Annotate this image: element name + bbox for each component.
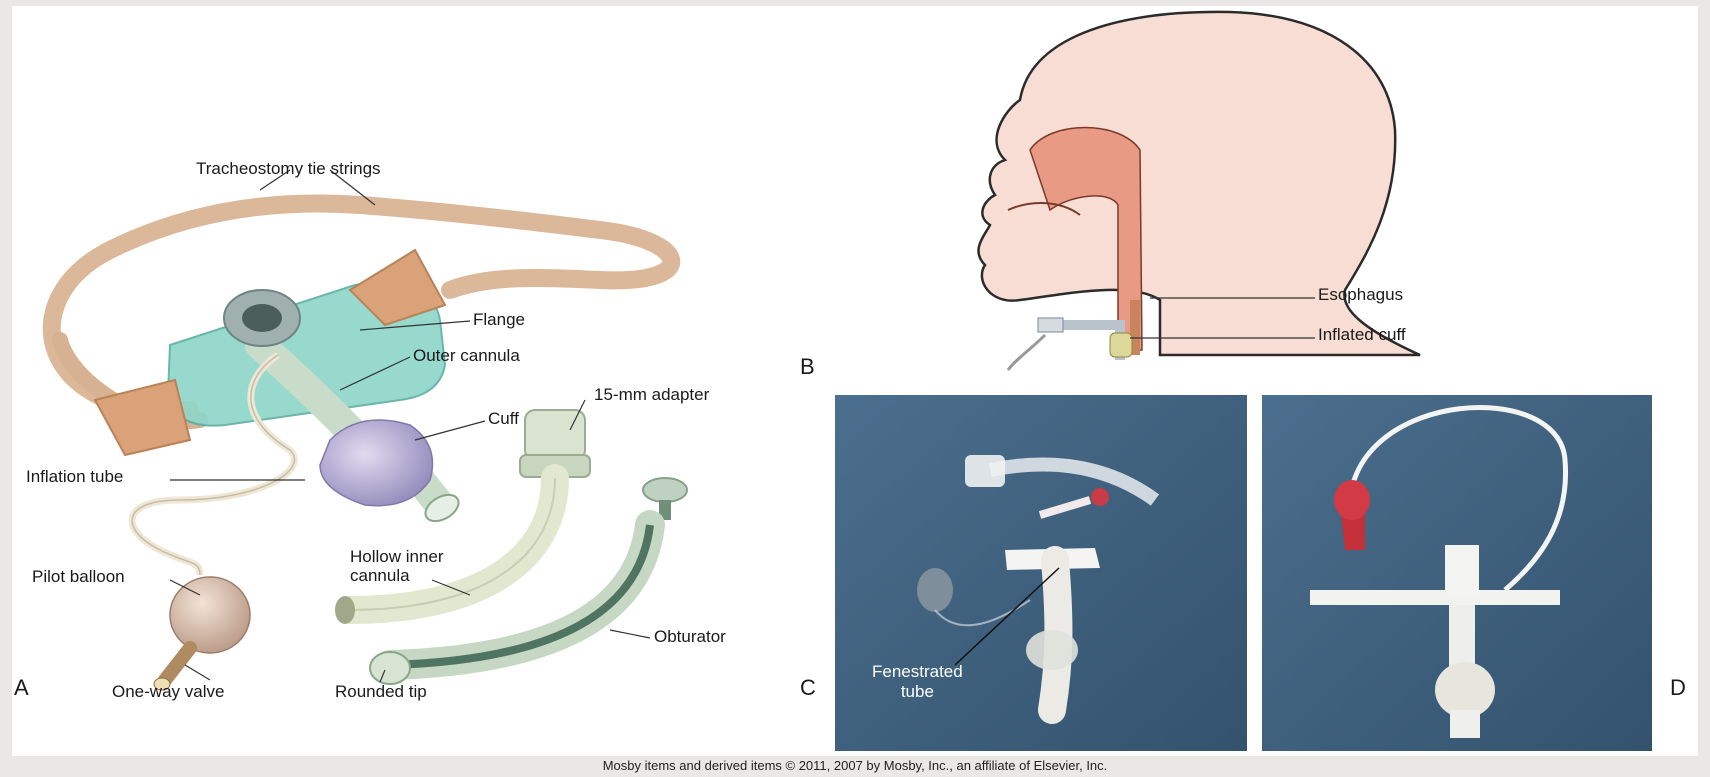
- label-esophagus: Esophagus: [1318, 286, 1403, 305]
- photo-d-tip: [1450, 710, 1480, 738]
- label-flange: Flange: [473, 311, 525, 330]
- pilot-balloon: [170, 577, 250, 653]
- label-rounded-tip: Rounded tip: [335, 683, 427, 702]
- connector-opening: [242, 304, 282, 332]
- label-cuff: Cuff: [488, 410, 519, 429]
- panel-letter-d: D: [1670, 676, 1686, 700]
- trach-tube-hub: [1038, 318, 1063, 332]
- label-pilot-balloon: Pilot balloon: [32, 568, 125, 587]
- photo-d-flange: [1310, 590, 1560, 605]
- label-adapter: 15-mm adapter: [594, 386, 709, 405]
- inner-cannula-opening: [335, 596, 355, 624]
- photo-d-cuff: [1435, 662, 1495, 718]
- label-one-way-valve: One-way valve: [112, 683, 224, 702]
- photo-c-pilot-balloon: [917, 568, 953, 612]
- label-obturator: Obturator: [654, 628, 726, 647]
- label-inflated-cuff: Inflated cuff: [1318, 326, 1406, 345]
- label-tie-strings: Tracheostomy tie strings: [196, 160, 381, 179]
- inflated-cuff-shape: [1110, 333, 1132, 357]
- label-inflation-tube: Inflation tube: [26, 468, 123, 487]
- rounded-tip-shape: [370, 652, 410, 684]
- label-inner-cannula: Hollow inner cannula: [350, 548, 444, 585]
- photo-c-cuff: [1026, 630, 1078, 670]
- photo-d-hub: [1445, 545, 1479, 595]
- label-fenestrated-tube: Fenestrated tube: [872, 662, 963, 703]
- panel-letter-a: A: [14, 676, 29, 700]
- photo-c-red-cap: [1091, 488, 1109, 506]
- panel-d-photo: [1262, 395, 1652, 751]
- photo-c-adapter: [965, 455, 1005, 487]
- copyright-credit: Mosby items and derived items © 2011, 20…: [0, 758, 1710, 773]
- photo-d-red-cap: [1334, 480, 1370, 520]
- panel-letter-c: C: [800, 676, 816, 700]
- obturator-handle: [643, 478, 687, 502]
- label-outer-cannula: Outer cannula: [413, 347, 520, 366]
- panel-letter-b: B: [800, 355, 815, 379]
